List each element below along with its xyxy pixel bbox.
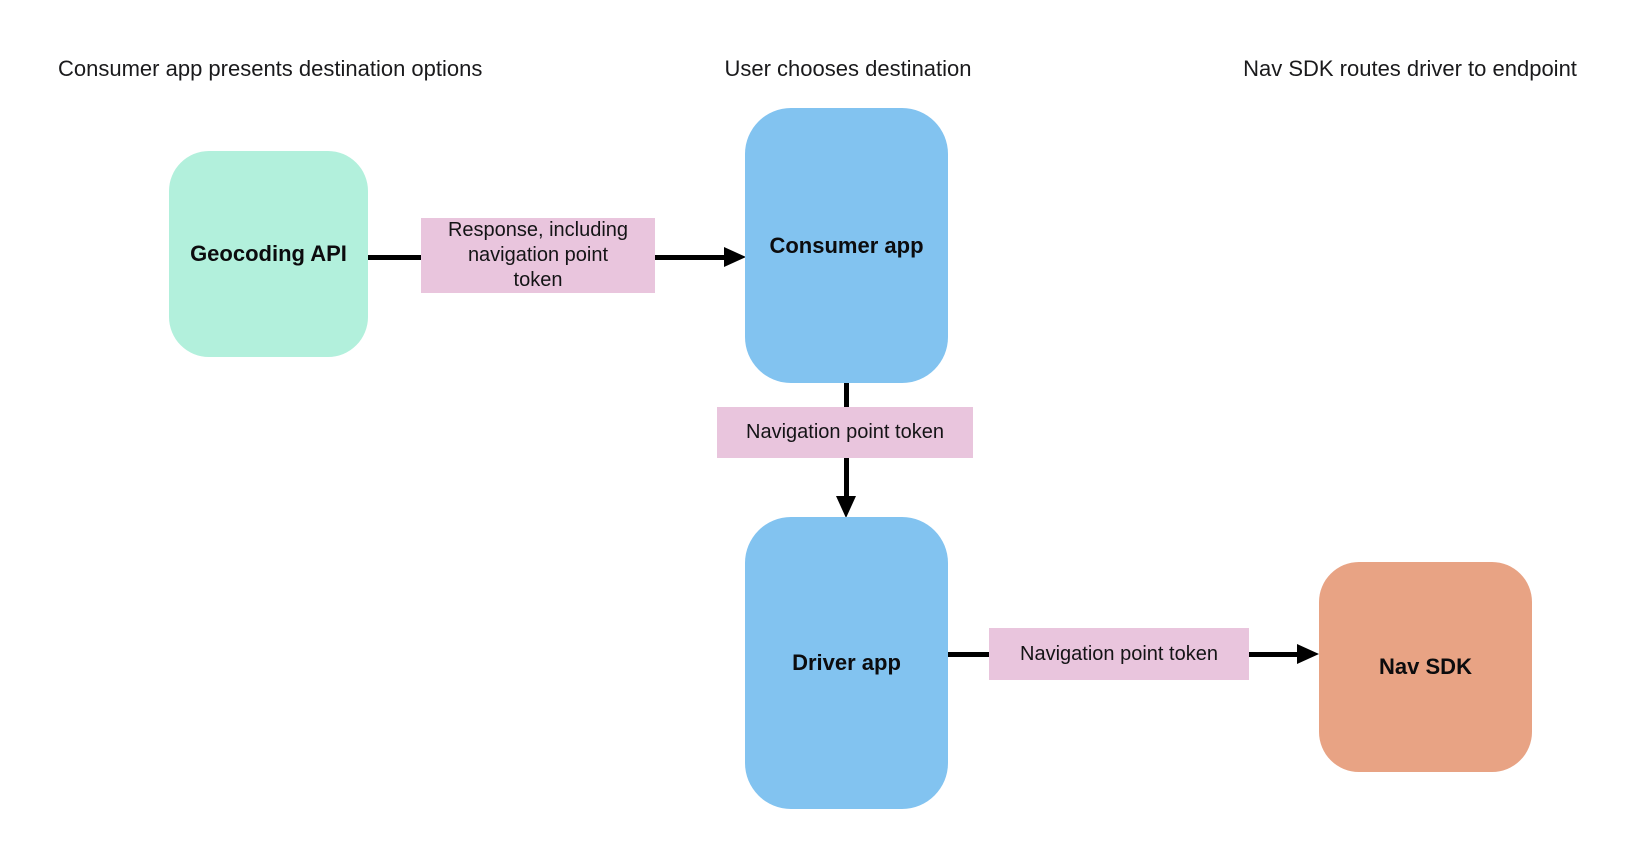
edge-label-response-including-token: Response, including navigation point tok… <box>421 218 655 293</box>
arrowhead-right-icon <box>724 247 746 267</box>
node-label: Nav SDK <box>1379 654 1472 679</box>
column-header-navsdk-routes: Nav SDK routes driver to endpoint <box>1243 56 1577 81</box>
edge-label-navigation-point-token-right: Navigation point token <box>989 628 1249 680</box>
node-driver-app: Driver app <box>745 517 948 809</box>
node-consumer-app: Consumer app <box>745 108 948 383</box>
arrowhead-down-icon <box>836 496 856 518</box>
node-label: Driver app <box>792 650 901 675</box>
edge-label-text: Response, including navigation point tok… <box>447 219 629 291</box>
node-geocoding-api: Geocoding API <box>169 151 368 357</box>
node-nav-sdk: Nav SDK <box>1319 562 1532 772</box>
edge-label-navigation-point-token-mid: Navigation point token <box>717 407 973 458</box>
column-header-user-chooses: User chooses destination <box>724 56 972 81</box>
edge-label-text: Navigation point token <box>746 421 944 443</box>
column-header-consumer-presents: Consumer app presents destination option… <box>58 56 483 81</box>
arrowhead-right-icon <box>1297 644 1319 664</box>
node-label: Geocoding API <box>190 241 347 266</box>
edge-label-text: Navigation point token <box>1020 642 1218 665</box>
node-label: Consumer app <box>769 232 924 258</box>
